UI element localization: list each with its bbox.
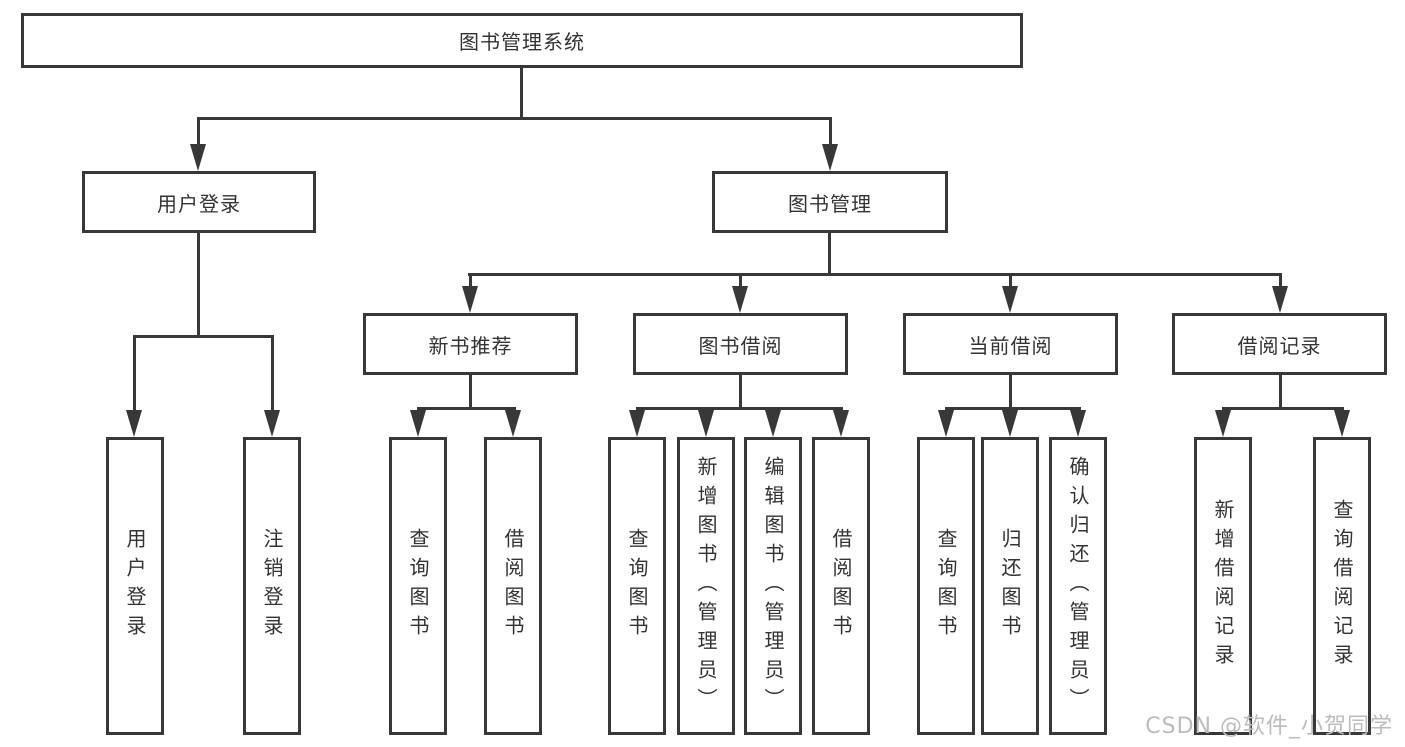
- connector-line: [945, 407, 1081, 410]
- arrow-down-icon: [732, 286, 748, 313]
- connector-line: [1009, 273, 1012, 289]
- leaf-query-borrowing-record: 查询借阅记录: [1313, 437, 1371, 735]
- leaf-user-login: 用户登录: [106, 437, 164, 735]
- connector-line: [520, 68, 523, 117]
- connector-line: [197, 117, 200, 145]
- arrow-down-icon: [698, 410, 714, 437]
- connector-line: [1222, 407, 1344, 410]
- arrow-down-icon: [126, 410, 142, 437]
- leaf-query-books-borrowing: 查询图书: [608, 437, 666, 735]
- connector-line: [828, 233, 831, 273]
- leaf-query-books-recommendation: 查询图书: [389, 437, 447, 735]
- arrow-down-icon: [1215, 410, 1231, 437]
- connector-line: [271, 335, 274, 411]
- connector-line: [1279, 273, 1282, 289]
- arrow-down-icon: [462, 286, 478, 313]
- node-current-borrowing: 当前借阅: [903, 313, 1118, 375]
- node-new-book-recommendation: 新书推荐: [363, 313, 578, 375]
- node-library-management-system: 图书管理系统: [21, 13, 1023, 68]
- leaf-borrow-books-borrowing: 借阅图书: [812, 437, 870, 735]
- arrow-down-icon: [938, 410, 954, 437]
- arrow-down-icon: [1002, 410, 1018, 437]
- leaf-add-borrowing-record: 新增借阅记录: [1194, 437, 1252, 735]
- leaf-edit-book-admin: 编辑图书（管理员）: [744, 437, 802, 735]
- connector-line: [417, 407, 516, 410]
- arrow-down-icon: [1272, 286, 1288, 313]
- connector-line: [829, 117, 832, 145]
- connector-line: [1279, 375, 1282, 410]
- arrow-down-icon: [410, 410, 426, 437]
- connector-line: [739, 273, 742, 289]
- node-user-login: 用户登录: [82, 171, 316, 233]
- csdn-watermark: CSDN @软件_小贺同学: [1145, 714, 1393, 739]
- leaf-confirm-return-admin: 确认归还（管理员）: [1049, 437, 1107, 735]
- arrow-down-icon: [833, 410, 849, 437]
- connector-line: [133, 335, 274, 338]
- node-book-borrowing: 图书借阅: [633, 313, 848, 375]
- connector-line: [133, 335, 136, 411]
- leaf-query-books-current: 查询图书: [917, 437, 975, 735]
- connector-line: [469, 375, 472, 410]
- leaf-logout: 注销登录: [243, 437, 301, 735]
- connector-line: [1009, 375, 1012, 410]
- connector-line: [468, 273, 1281, 276]
- arrow-down-icon: [505, 410, 521, 437]
- leaf-borrow-books-recommendation: 借阅图书: [484, 437, 542, 735]
- arrow-down-icon: [629, 410, 645, 437]
- arrow-down-icon: [190, 144, 206, 171]
- arrow-down-icon: [1334, 410, 1350, 437]
- leaf-add-book-admin: 新增图书（管理员）: [677, 437, 735, 735]
- arrow-down-icon: [1070, 410, 1086, 437]
- node-borrowing-records: 借阅记录: [1172, 313, 1387, 375]
- connector-line: [739, 375, 742, 410]
- arrow-down-icon: [765, 410, 781, 437]
- arrow-down-icon: [264, 410, 280, 437]
- node-book-management: 图书管理: [712, 171, 948, 233]
- leaf-return-books: 归还图书: [981, 437, 1039, 735]
- connector-line: [636, 407, 843, 410]
- arrow-down-icon: [822, 144, 838, 171]
- connector-line: [197, 233, 200, 336]
- arrow-down-icon: [1002, 286, 1018, 313]
- connector-line: [469, 273, 472, 289]
- connector-line: [197, 117, 832, 120]
